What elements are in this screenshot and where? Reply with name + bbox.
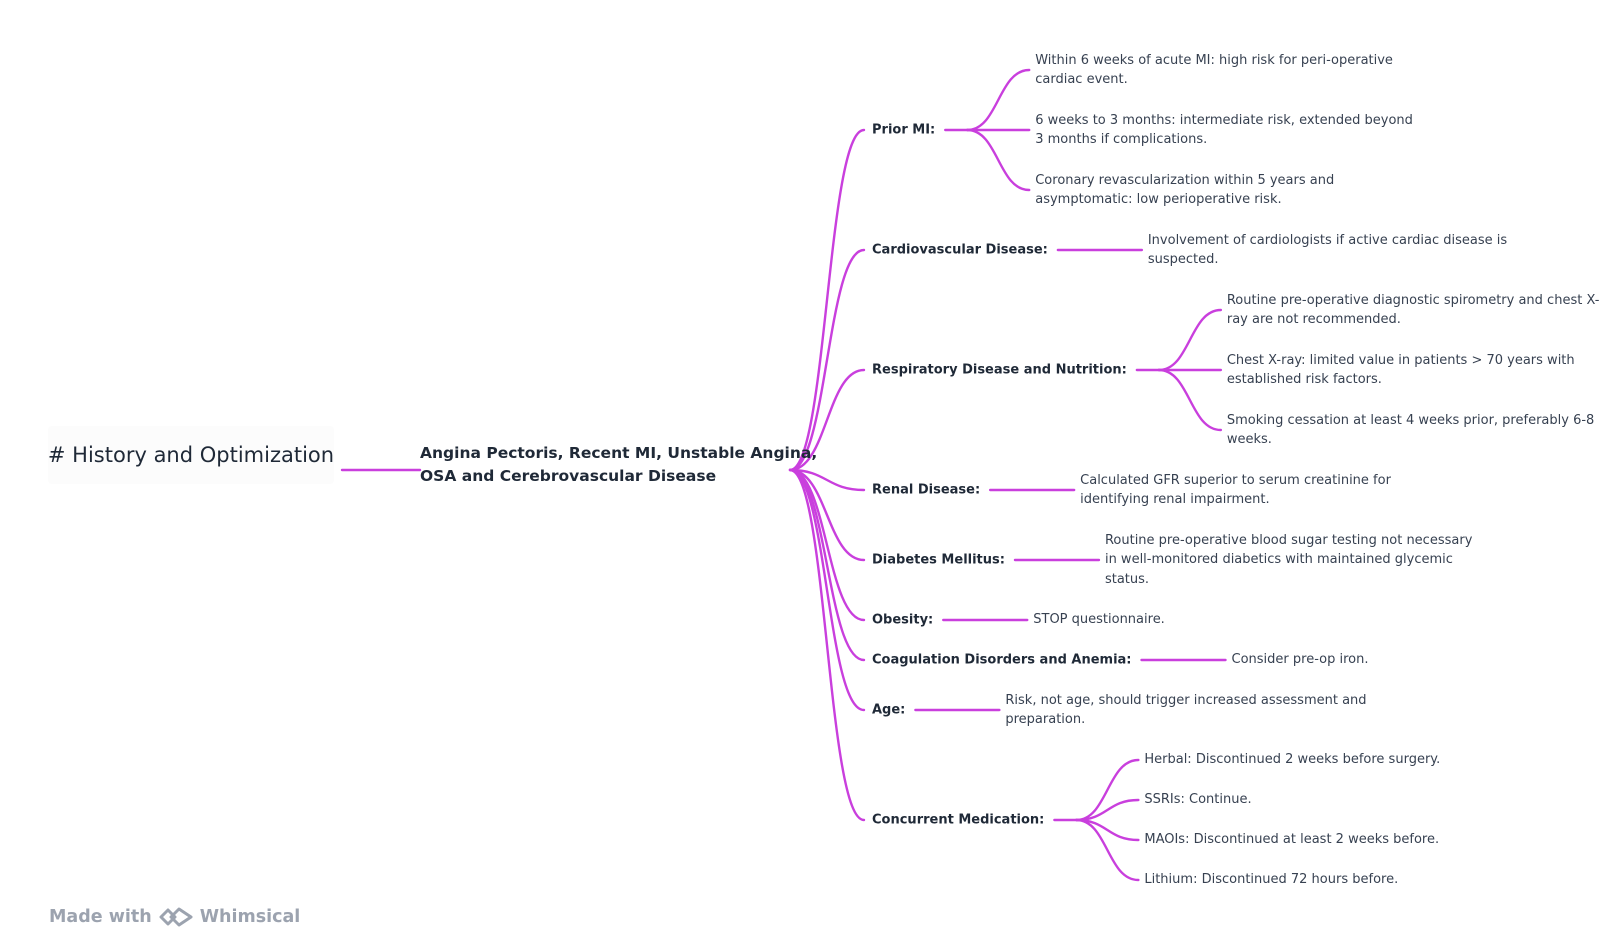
leaf-text-line: in well-monitored diabetics with maintai… [1104, 552, 1453, 568]
center-node-line-1: Angina Pectoris, Recent MI, Unstable Ang… [420, 444, 818, 462]
leaf-text-line: Involvement of cardiologists if active c… [1147, 232, 1508, 248]
leaf-text-line: established risk factors. [1226, 372, 1382, 387]
branch-5-leaf-1: Routine pre-operative blood sugar testin… [1105, 531, 1472, 590]
leaf-text-line: Routine pre-operative diagnostic spirome… [1226, 292, 1600, 308]
leaf-text-line: cardiac event. [1035, 72, 1128, 87]
branch-3-connector [788, 368, 866, 472]
branch-3-leaf-3-connector [1157, 368, 1223, 432]
branch-7-connector [788, 468, 866, 662]
leaf-text-line: status. [1104, 571, 1150, 587]
branch-3-label: Respiratory Disease and Nutrition: [872, 362, 1127, 378]
center-node-line-2: OSA and Cerebrovascular Disease [420, 467, 717, 485]
leaf-text-line: preparation. [1005, 712, 1086, 727]
branch-6-leaf-1: STOP questionnaire. [1033, 610, 1165, 630]
root-node: # History and Optimization [48, 426, 334, 484]
branch-9-leaf-4: Lithium: Discontinued 72 hours before. [1144, 870, 1398, 890]
leaf-text-line: STOP questionnaire. [1033, 612, 1165, 628]
leaf-text-line: Lithium: Discontinued 72 hours before. [1144, 872, 1399, 888]
branch-3-leaf-2: Chest X-ray: limited value in patients >… [1227, 351, 1575, 390]
leaf-text-line: Coronary revascularization within 5 year… [1035, 172, 1335, 188]
leaf-text-line: Risk, not age, should trigger increased … [1005, 692, 1367, 708]
branch-7-label: Coagulation Disorders and Anemia: [872, 652, 1132, 668]
leaf-text-line: Smoking cessation at least 4 weeks prior… [1226, 412, 1595, 428]
branch-4-label: Renal Disease: [872, 482, 981, 498]
leaf-text-line: MAOIs: Discontinued at least 2 weeks bef… [1144, 832, 1440, 848]
leaf-text-line: asymptomatic: low perioperative risk. [1035, 192, 1282, 207]
branch-2-leaf-1: Involvement of cardiologists if active c… [1148, 231, 1507, 270]
branch-3-leaf-1-connector [1157, 308, 1223, 372]
leaf-text-line: weeks. [1226, 432, 1272, 447]
branch-9-leaf-3: MAOIs: Discontinued at least 2 weeks bef… [1144, 830, 1439, 850]
leaf-text-line: 3 months if complications. [1035, 132, 1208, 147]
leaf-text-line: ray are not recommended. [1226, 312, 1401, 327]
leaf-text-line: Routine pre-operative blood sugar testin… [1104, 532, 1473, 548]
branch-4-leaf-1: Calculated GFR superior to serum creatin… [1080, 471, 1391, 510]
branch-8-connector [788, 468, 866, 712]
leaf-text-line: Calculated GFR superior to serum creatin… [1080, 472, 1391, 488]
branch-1-leaf-3-connector [966, 128, 1031, 192]
leaf-text-line: Within 6 weeks of acute MI: high risk fo… [1035, 52, 1393, 68]
branch-5-connector [788, 468, 866, 562]
branch-6-label: Obesity: [872, 612, 934, 628]
branch-3-leaf-1: Routine pre-operative diagnostic spirome… [1227, 291, 1600, 330]
leaf-text-line: Chest X-ray: limited value in patients >… [1226, 352, 1575, 368]
branch-9-leaf-1-connector [1075, 758, 1140, 822]
branch-1-connector [788, 128, 866, 472]
leaf-text-line: Herbal: Discontinued 2 weeks before surg… [1144, 752, 1441, 768]
branch-9-label: Concurrent Medication: [872, 812, 1045, 828]
leaf-text-line: SSRIs: Continue. [1144, 792, 1252, 808]
made-with-label: Made with [49, 907, 152, 927]
branch-8-label: Age: [872, 702, 906, 718]
branch-8-leaf-1: Risk, not age, should trigger increased … [1005, 691, 1366, 730]
branch-1-leaf-1-connector [966, 68, 1031, 132]
leaf-text-line: 6 weeks to 3 months: intermediate risk, … [1035, 112, 1413, 128]
center-node: Angina Pectoris, Recent MI, Unstable Ang… [420, 442, 817, 488]
whimsical-brand-label: Whimsical [199, 907, 301, 927]
branch-9-leaf-1: Herbal: Discontinued 2 weeks before surg… [1144, 750, 1440, 770]
branch-1-leaf-3: Coronary revascularization within 5 year… [1035, 171, 1334, 210]
branch-3-leaf-3: Smoking cessation at least 4 weeks prior… [1227, 411, 1594, 450]
branch-4-connector [788, 468, 866, 492]
leaf-text-line: Consider pre-op iron. [1231, 652, 1369, 668]
branch-9-leaf-4-connector [1075, 818, 1140, 882]
leaf-text-line: identifying renal impairment. [1080, 492, 1270, 507]
branch-1-leaf-2: 6 weeks to 3 months: intermediate risk, … [1035, 111, 1413, 150]
branch-9-leaf-2: SSRIs: Continue. [1144, 790, 1251, 810]
branch-7-leaf-1: Consider pre-op iron. [1232, 650, 1369, 670]
leaf-text-line: suspected. [1147, 252, 1219, 267]
whimsical-logo-icon [159, 907, 193, 927]
branch-1-label: Prior MI: [872, 122, 936, 138]
made-with-whimsical-badge[interactable]: Made with Whimsical [49, 904, 300, 930]
branch-2-label: Cardiovascular Disease: [872, 242, 1048, 258]
branch-5-label: Diabetes Mellitus: [872, 552, 1005, 568]
branch-2-connector [788, 248, 866, 472]
branch-9-connector [788, 468, 866, 822]
branch-1-leaf-1: Within 6 weeks of acute MI: high risk fo… [1035, 51, 1393, 90]
root-node-label: # History and Optimization [47, 443, 335, 467]
